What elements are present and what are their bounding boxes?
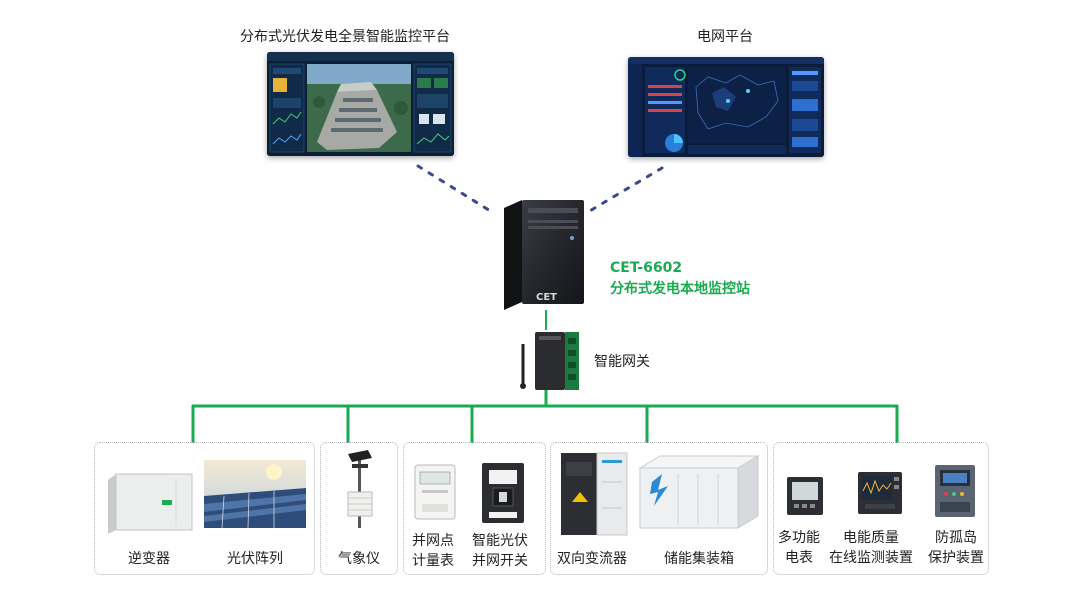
smart-gateway-icon [520, 332, 579, 390]
grid-meter-label: 并网点 计量表 [412, 531, 454, 571]
case-logo: CET [536, 292, 557, 303]
grid-meter-label-line1: 并网点 [412, 533, 454, 549]
platform-links [416, 164, 664, 214]
inverter-icon [108, 473, 193, 534]
station-gateway-link [545, 310, 547, 330]
group-pv [94, 442, 315, 575]
local-station-pc-icon: CET [504, 200, 584, 310]
bidirectional-converter-icon [561, 452, 628, 536]
pv-grid-switch-label: 智能光伏 并网开关 [472, 531, 528, 571]
bidirectional-converter-label: 双向变流器 [557, 551, 627, 567]
group-protection [773, 442, 989, 575]
grid-platform-screen [628, 57, 824, 157]
weather-station-label: 气象仪 [338, 551, 380, 567]
grid-meter-label-line2: 计量表 [412, 553, 454, 569]
pv-array-label: 光伏阵列 [227, 551, 283, 567]
multifunction-meter-icon [787, 477, 823, 515]
anti-islanding-device-label-line1: 防孤岛 [935, 530, 977, 546]
storage-container-icon [638, 455, 760, 529]
inverter-label: 逆变器 [128, 551, 170, 567]
monitor-platform-image [267, 52, 454, 156]
multifunction-meter-label-line1: 多功能 [778, 530, 820, 546]
grid-platform-image [628, 57, 824, 157]
local-station-model: CET-6602 [610, 260, 683, 276]
power-quality-monitor-label-line2: 在线监测装置 [829, 550, 913, 566]
weather-station-icon [347, 450, 373, 528]
group-storage [550, 442, 768, 575]
group-weather [320, 442, 398, 575]
grid-meter-icon [414, 464, 456, 520]
power-quality-monitor-label-line1: 电能质量 [843, 530, 899, 546]
monitor-platform-title: 分布式光伏发电全景智能监控平台 [240, 29, 450, 45]
anti-islanding-device-label: 防孤岛 保护装置 [928, 528, 984, 568]
pv-grid-switch-label-line1: 智能光伏 [472, 533, 528, 549]
grid-platform-title: 电网平台 [697, 29, 753, 45]
monitor-platform-screen [267, 52, 454, 156]
anti-islanding-device-icon [935, 465, 975, 517]
local-station-label: CET-6602 分布式发电本地监控站 [610, 258, 750, 300]
gateway-label: 智能网关 [594, 354, 650, 370]
pv-grid-switch-label-line2: 并网开关 [472, 553, 528, 569]
power-quality-monitor-label: 电能质量 在线监测装置 [829, 528, 913, 568]
pv-grid-switch-icon [482, 463, 524, 523]
storage-container-label: 储能集装箱 [664, 551, 734, 567]
anti-islanding-device-label-line2: 保护装置 [928, 550, 984, 566]
link-to-monitor-platform [416, 164, 494, 214]
local-station-name: 分布式发电本地监控站 [610, 281, 750, 297]
group-meters [403, 442, 546, 575]
pv-array-image [204, 460, 306, 528]
multifunction-meter-label-line2: 电表 [785, 550, 813, 566]
power-quality-monitor-icon [858, 472, 902, 514]
multifunction-meter-label: 多功能 电表 [778, 528, 820, 568]
link-to-grid-platform [586, 166, 664, 214]
